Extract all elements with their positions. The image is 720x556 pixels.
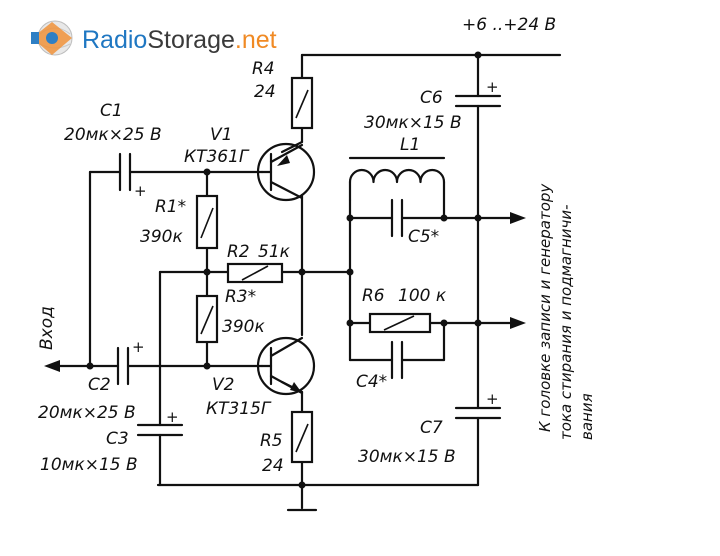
c7-plus: + bbox=[486, 390, 499, 408]
c2-label: C2 bbox=[88, 375, 111, 395]
r1-value: 390к bbox=[140, 227, 183, 247]
r3-value: 390к bbox=[222, 317, 265, 337]
input-arrow-icon bbox=[44, 360, 60, 372]
output-note-line-1: К головке записи и генератору bbox=[536, 183, 554, 432]
capacitor-c6: + bbox=[454, 78, 502, 108]
resistor-r5 bbox=[290, 410, 314, 464]
r3-label: R3* bbox=[225, 287, 256, 307]
inductor-l1 bbox=[348, 156, 446, 184]
r2-value: 51к bbox=[258, 242, 291, 262]
output-arrow-bottom-icon bbox=[510, 317, 526, 329]
transistor-v1 bbox=[256, 142, 316, 202]
c4-label: C4* bbox=[356, 372, 387, 392]
globe-icon bbox=[31, 20, 73, 56]
v2-label: V2 bbox=[212, 375, 234, 395]
capacitor-c7: + bbox=[454, 390, 502, 420]
resistor-r1 bbox=[195, 194, 219, 250]
c1-label: C1 bbox=[100, 101, 123, 121]
c2-value: 20мк×25 В bbox=[38, 403, 136, 423]
r6-value: 100 к bbox=[398, 286, 447, 306]
c3-plus: + bbox=[166, 408, 179, 426]
r1-label: R1* bbox=[155, 197, 186, 217]
v2-value: КТ315Г bbox=[206, 399, 272, 419]
r4-value: 24 bbox=[254, 82, 276, 102]
resistor-r6 bbox=[368, 312, 432, 334]
brand-part-2: Storage bbox=[147, 26, 235, 54]
brand-part-3: .net bbox=[235, 26, 277, 54]
transistor-v2 bbox=[256, 336, 316, 396]
c7-value: 30мк×15 В bbox=[358, 447, 456, 467]
c5-label: C5* bbox=[408, 227, 439, 247]
c7-label: C7 bbox=[420, 418, 443, 438]
labels: +6 ..+24 В R4 24 C1 20мк×25 В V1 КТ361Г … bbox=[37, 15, 596, 476]
input-label: Вход bbox=[37, 306, 57, 350]
v1-label: V1 bbox=[210, 125, 232, 145]
l1-label: L1 bbox=[400, 135, 420, 155]
output-note-line-2: тока стирания и подмагничи- bbox=[557, 204, 575, 440]
c1-plus: + bbox=[134, 182, 147, 200]
resistor-r2 bbox=[226, 262, 284, 284]
resistor-r4 bbox=[290, 76, 314, 130]
output-arrows bbox=[44, 212, 526, 372]
capacitor-c5 bbox=[390, 198, 404, 238]
c3-value: 10мк×15 В bbox=[40, 455, 138, 475]
r2-label: R2 bbox=[227, 242, 250, 262]
resistor-r3 bbox=[195, 294, 219, 344]
c3-label: C3 bbox=[106, 429, 129, 449]
r5-label: R5 bbox=[260, 431, 283, 451]
r4-label: R4 bbox=[252, 59, 275, 79]
c6-plus: + bbox=[486, 78, 499, 96]
output-arrow-top-icon bbox=[510, 212, 526, 224]
c2-plus: + bbox=[132, 338, 145, 356]
output-note-line-3: вания bbox=[578, 393, 596, 440]
c1-value: 20мк×25 В bbox=[64, 125, 162, 145]
c6-value: 30мк×15 В bbox=[364, 113, 462, 133]
supply-voltage-label: +6 ..+24 В bbox=[462, 15, 556, 35]
brand-name: RadioStorage.net bbox=[82, 26, 277, 54]
junctions bbox=[86, 51, 482, 489]
r5-value: 24 bbox=[262, 456, 284, 476]
brand-part-1: Radio bbox=[82, 26, 147, 54]
capacitor-c3: + bbox=[136, 408, 184, 437]
logo: RadioStorage.net bbox=[31, 20, 277, 56]
v1-value: КТ361Г bbox=[184, 147, 250, 167]
r6-label: R6 bbox=[362, 286, 385, 306]
capacitor-c2: + bbox=[116, 338, 145, 386]
capacitor-c1: + bbox=[118, 152, 147, 200]
capacitor-c4 bbox=[390, 340, 404, 380]
c6-label: C6 bbox=[420, 88, 443, 108]
